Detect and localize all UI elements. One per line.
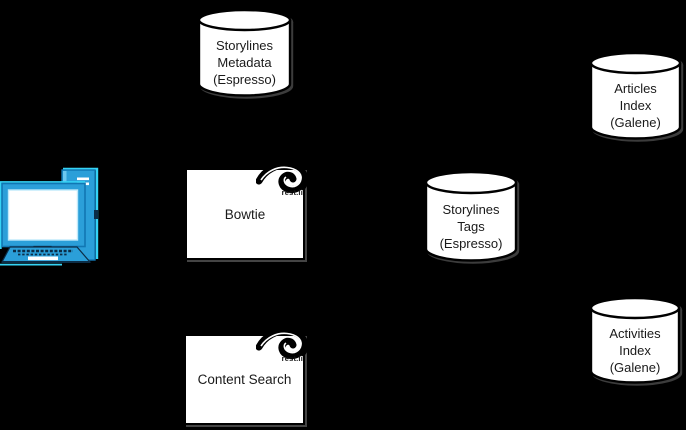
service-content-search: Content Search rest.li <box>184 327 309 425</box>
restli-swirl-icon <box>256 161 309 193</box>
restli-swirl-icon <box>256 327 309 359</box>
datastore-label-line: Storylines <box>215 38 274 53</box>
restli-badge: rest.li <box>256 327 310 369</box>
service-label: Bowtie <box>224 206 266 222</box>
datastore-label-line: (Galene) <box>610 115 661 130</box>
datastore-label-line: Metadata <box>217 55 272 70</box>
datastore-label-line: Index <box>619 98 652 113</box>
restli-badge: rest.li <box>256 161 310 203</box>
datastore-label-line: Storylines <box>442 202 500 217</box>
computer-workstation-icon <box>0 167 100 266</box>
service-label: Content Search <box>197 372 292 387</box>
datastore-label: Storylines Tags (Espresso) <box>424 201 518 252</box>
datastore-label-line: (Espresso) <box>213 72 276 87</box>
datastore-label-line: (Espresso) <box>439 236 503 251</box>
datastore-storylines-tags: Storylines Tags (Espresso) <box>424 170 518 262</box>
datastore-label-line: Articles <box>614 81 657 96</box>
datastore-storylines-metadata: Storylines Metadata (Espresso) <box>197 8 292 97</box>
service-bowtie: Bowtie rest.li <box>185 161 309 260</box>
datastore-label-line: Activities <box>609 326 661 341</box>
cylinder-shape <box>197 8 292 97</box>
cylinder-shape <box>589 51 682 140</box>
datastore-label: Activities Index (Galene) <box>589 325 681 376</box>
datastore-label-line: Index <box>619 343 651 358</box>
datastore-articles-index: Articles Index (Galene) <box>589 51 682 140</box>
computer-workstation-icon <box>0 167 99 266</box>
restli-label: rest.li <box>281 188 303 197</box>
cylinder-shape <box>424 170 518 262</box>
restli-label: rest.li <box>281 354 303 363</box>
cylinder-shape <box>589 296 681 384</box>
datastore-label: Storylines Metadata (Espresso) <box>197 37 292 88</box>
datastore-label-line: (Galene) <box>609 360 661 375</box>
datastore-label-line: Tags <box>457 219 485 234</box>
datastore-activities-index: Activities Index (Galene) <box>589 296 681 384</box>
datastore-label: Articles Index (Galene) <box>589 80 682 131</box>
